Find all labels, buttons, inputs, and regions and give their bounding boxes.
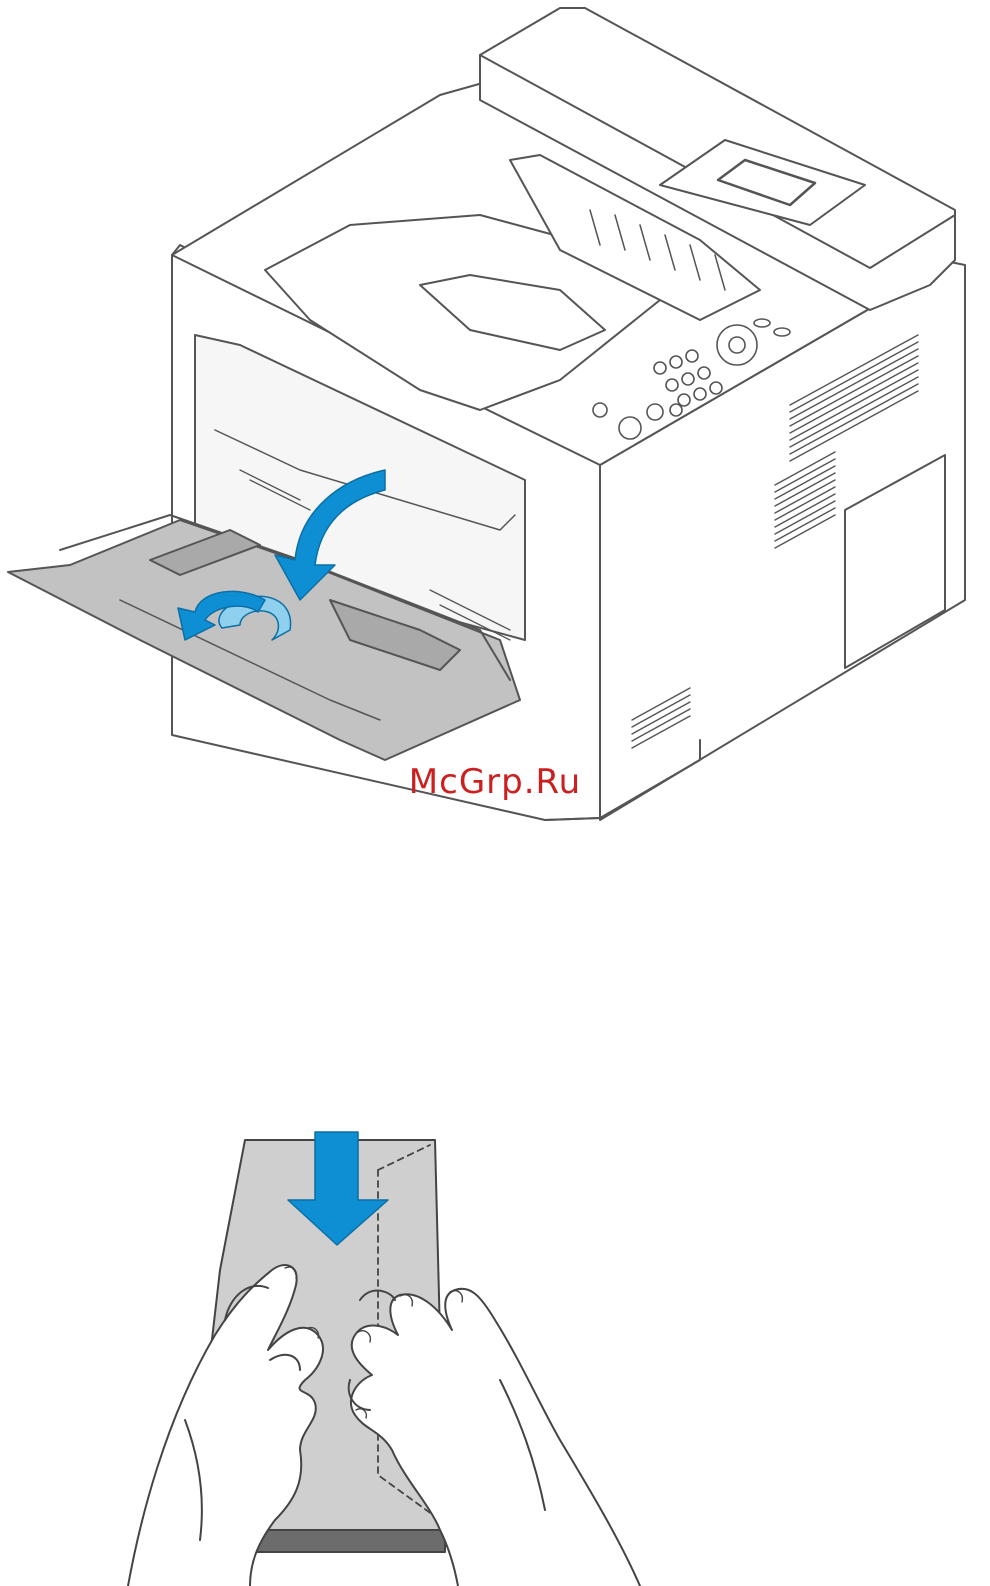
printer-illustration <box>0 0 990 830</box>
envelope-illustration <box>0 1120 990 1586</box>
watermark-text: McGrp.Ru <box>0 762 990 802</box>
